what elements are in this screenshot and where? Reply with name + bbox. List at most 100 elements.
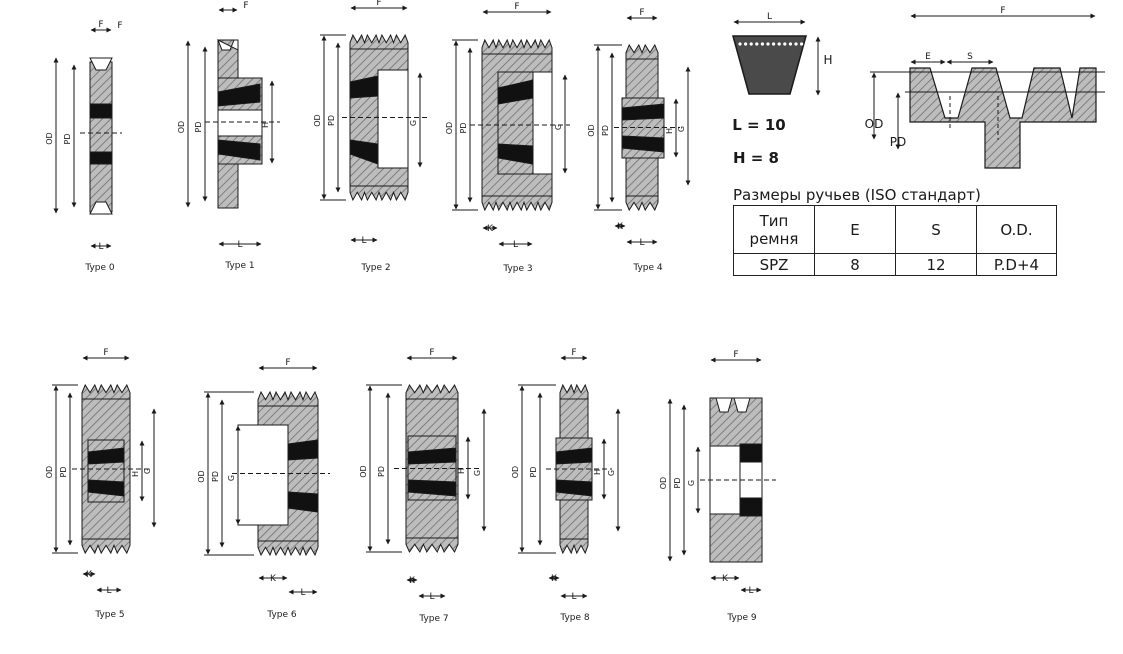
belt-cord	[755, 42, 759, 46]
k-label: K	[617, 222, 624, 232]
pd-label: PD	[194, 122, 203, 133]
k-label: K	[551, 574, 558, 584]
header-od: O.D.	[976, 205, 1057, 254]
groove-table-caption: Размеры ручьев (ISO стандарт)	[733, 186, 981, 204]
f-label: F	[103, 348, 108, 358]
f-label: F	[376, 0, 381, 8]
f-label: F	[117, 21, 122, 31]
l-label: L	[571, 592, 576, 602]
cell-s: 12	[895, 253, 977, 276]
profile-e-label: E	[925, 52, 931, 62]
table-row: SPZ 8 12 P.D+4	[733, 253, 1057, 276]
belt-cord	[760, 42, 765, 46]
l-label: L	[106, 586, 111, 596]
groove-dimensions-table: Тип ремня E S O.D. SPZ 8 12 P.D+4	[733, 205, 1057, 276]
f-label: F	[733, 350, 738, 360]
taper-bushing-0	[621, 103, 665, 121]
k-label: K	[270, 574, 277, 584]
groove-band-top	[349, 33, 409, 50]
groove-top-2	[733, 397, 751, 413]
h-label: H	[593, 469, 602, 475]
f-label: F	[571, 348, 576, 358]
g-label: G	[227, 475, 236, 481]
pd-label: PD	[377, 466, 386, 477]
type-caption: Type 4	[632, 263, 663, 273]
bore-area	[377, 69, 409, 169]
header-e: E	[814, 205, 896, 254]
taper-bushing-1	[407, 479, 457, 497]
belt-h-label: H	[823, 53, 832, 67]
table-header-row: Тип ремня E S O.D.	[733, 205, 1057, 254]
type-caption: Type 7	[418, 614, 448, 624]
profile-s-label: S	[967, 52, 973, 62]
od-label: OD	[511, 466, 520, 478]
od-label: OD	[45, 132, 54, 144]
g-label: G	[687, 480, 696, 486]
od-label: OD	[197, 470, 206, 482]
type-caption: Type 2	[360, 263, 390, 273]
belt-cord	[744, 42, 748, 46]
bore-key-top	[89, 103, 113, 119]
type-caption: Type 0	[84, 263, 115, 273]
taper-bushing-1	[217, 139, 261, 161]
header-s: S	[895, 205, 977, 254]
taper-bushing-1	[349, 139, 379, 165]
f-label: F	[639, 8, 644, 18]
f-label: F	[98, 20, 103, 30]
groove-band-bottom	[559, 538, 589, 555]
pd-label: PD	[459, 123, 468, 134]
od-label: OD	[659, 477, 668, 489]
g-label: G	[677, 126, 686, 132]
groove-band-top	[257, 390, 319, 407]
l-label: L	[748, 586, 753, 596]
groove-band-top	[481, 38, 553, 55]
g-label: G	[473, 470, 482, 476]
pd-label: PD	[601, 125, 610, 136]
k-label: K	[722, 574, 729, 584]
belt-profile	[732, 35, 807, 95]
f-label: F	[243, 1, 248, 11]
belt-cord	[788, 42, 793, 46]
k-label: K	[487, 224, 494, 234]
belt-cross-section: LHL = 10H = 8	[732, 12, 833, 167]
g-label: G	[143, 468, 152, 474]
od-label: OD	[359, 465, 368, 477]
l-label: L	[361, 236, 366, 246]
l-label: L	[513, 240, 518, 250]
taper-bushing-1	[287, 491, 319, 513]
l-label: L	[639, 238, 644, 248]
pulley-type-3: OD PD G F L K Type 3	[445, 2, 570, 274]
bore-area	[217, 109, 263, 137]
belt-l-value: L = 10	[732, 116, 785, 134]
type-caption: Type 6	[266, 610, 297, 620]
groove-band-top	[559, 383, 589, 400]
groove-band-bottom	[405, 537, 459, 554]
h-label: H	[457, 468, 466, 474]
header-belt-type: Тип ремня	[733, 205, 815, 254]
type-caption: Type 3	[502, 264, 532, 274]
l-label: L	[98, 242, 103, 252]
groove-band-bottom	[481, 195, 553, 212]
groove-top-1	[715, 397, 733, 413]
belt-cord	[783, 42, 787, 46]
taper-bushing-0	[349, 75, 379, 99]
g-label: G	[554, 124, 563, 130]
belt-cord	[738, 42, 742, 46]
profile-pd-label: PD	[890, 135, 906, 149]
f-label: F	[514, 2, 519, 12]
bore-area	[532, 71, 553, 175]
groove-band-bottom	[81, 538, 131, 555]
taper-bushing-1	[555, 479, 593, 497]
taper-bushing-0	[217, 83, 261, 107]
od-label: OD	[445, 122, 454, 134]
groove-band-top	[405, 383, 459, 400]
belt-h-value: H = 8	[733, 149, 779, 167]
